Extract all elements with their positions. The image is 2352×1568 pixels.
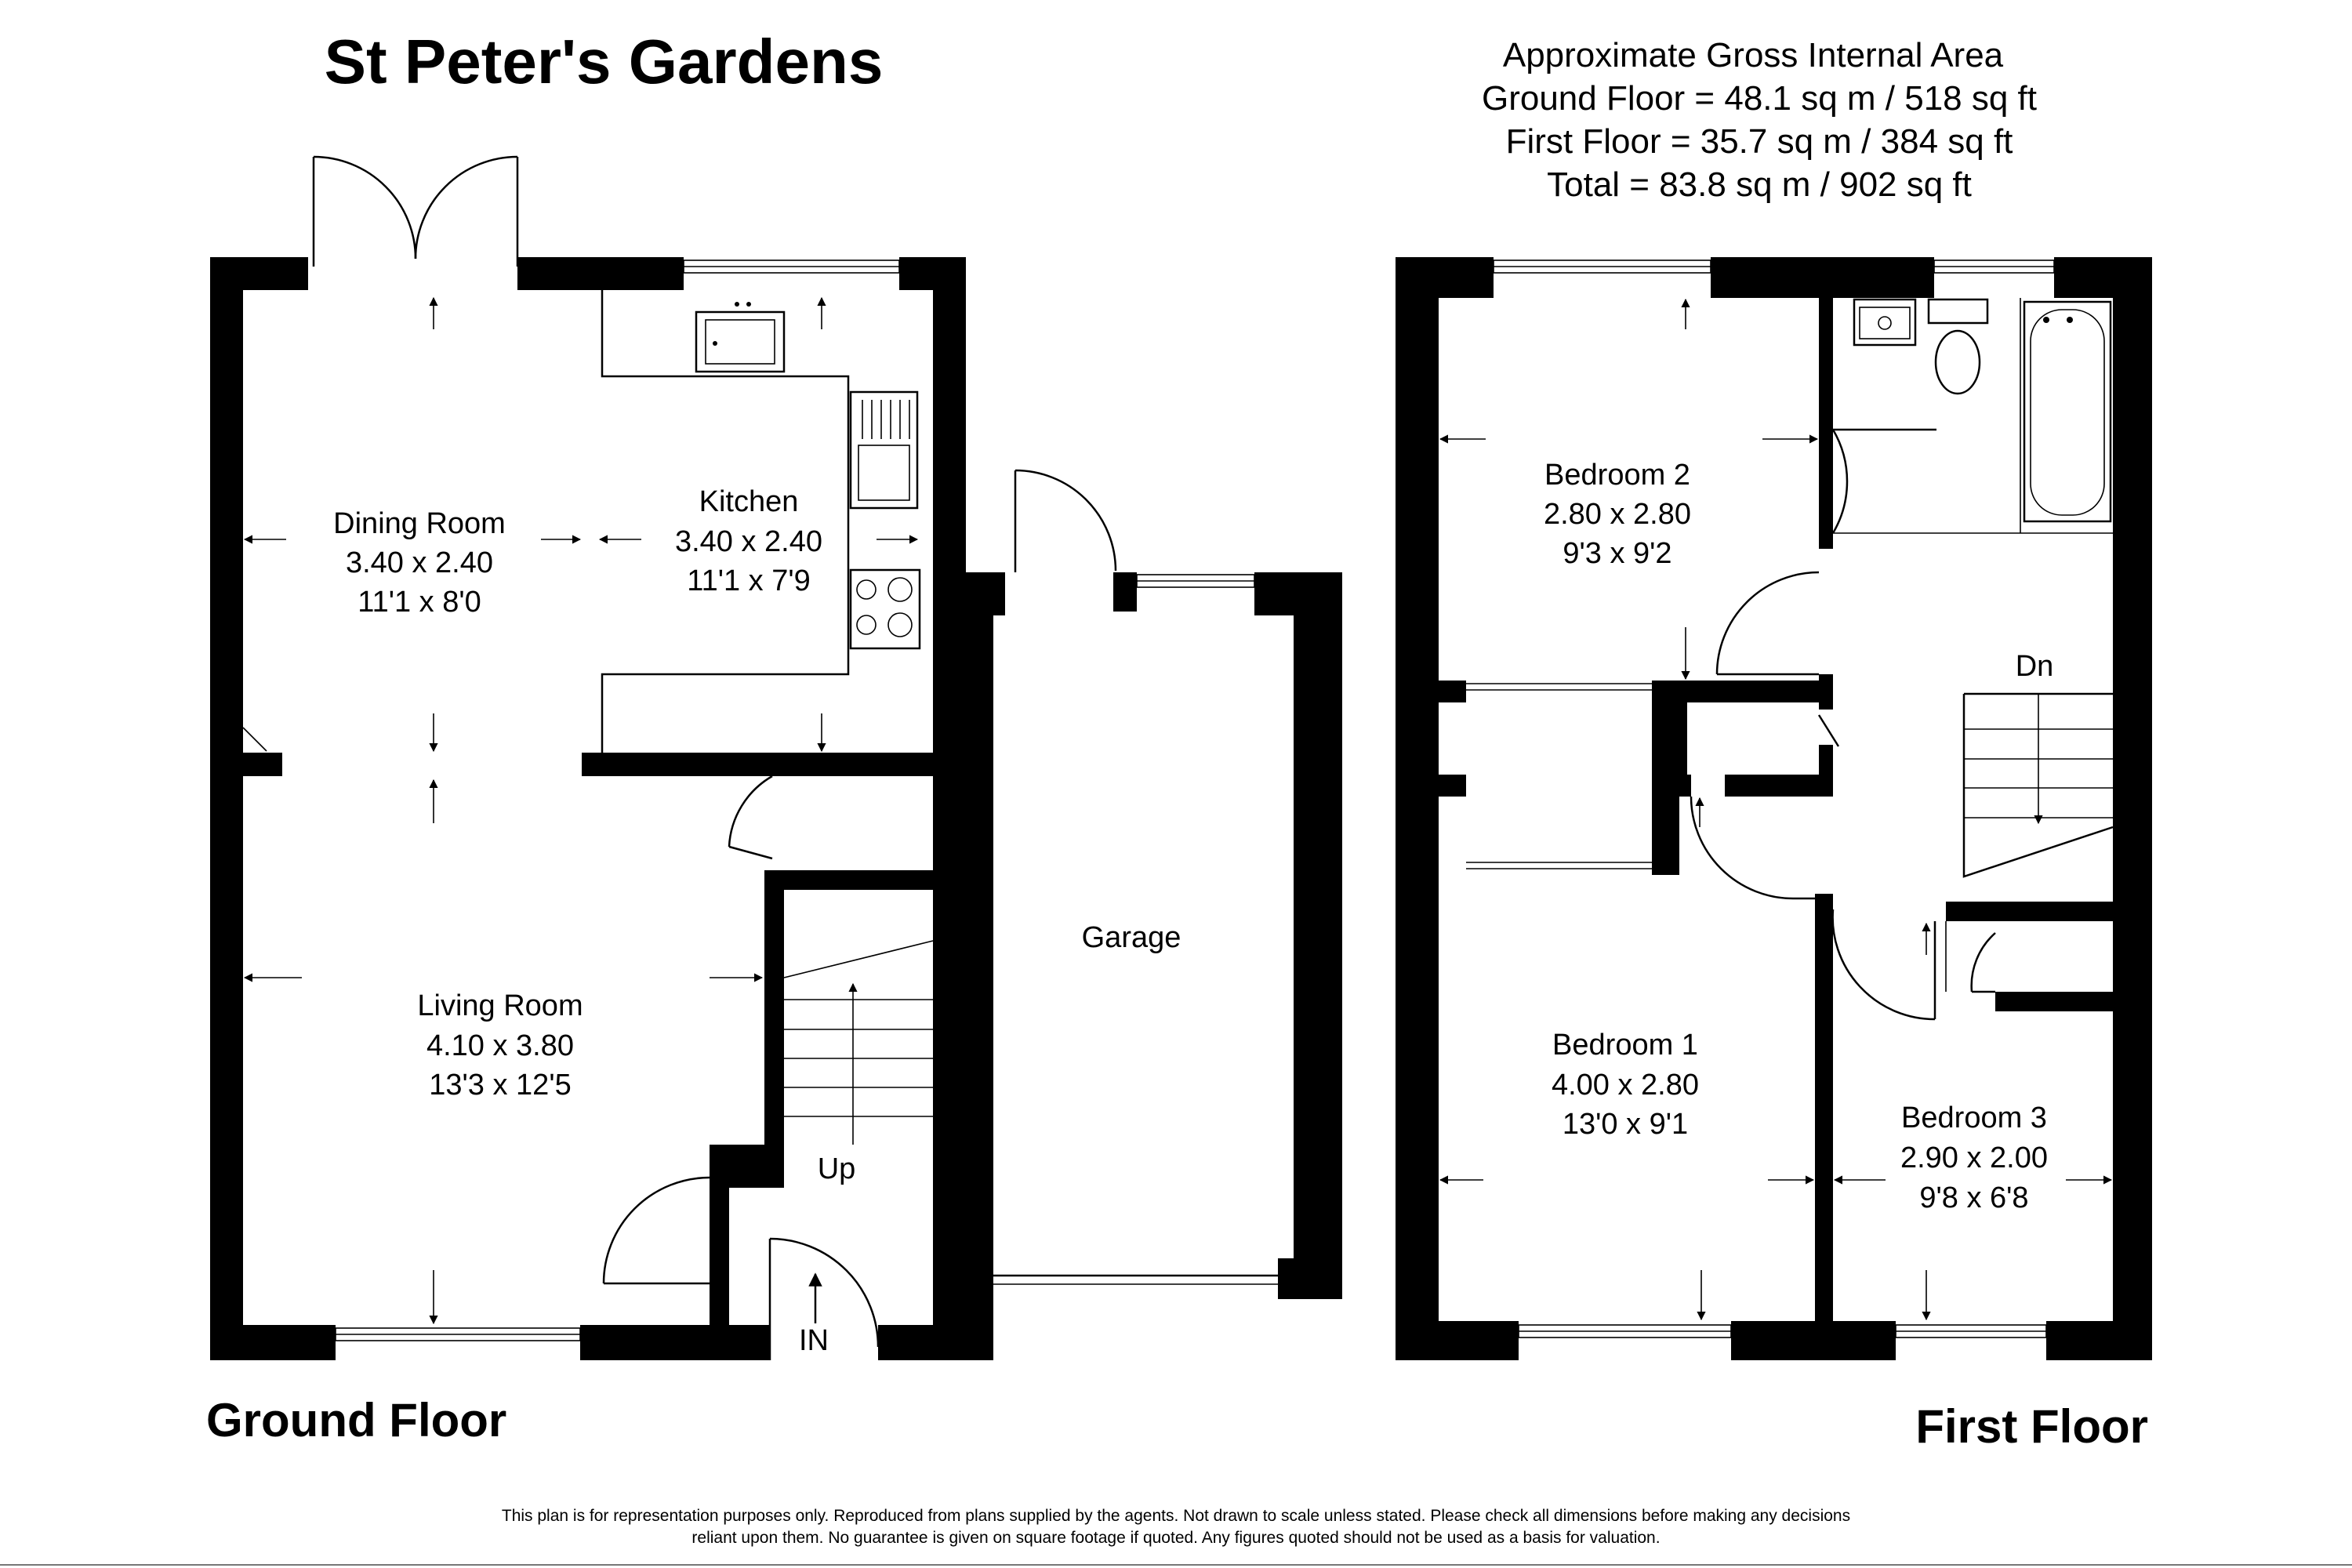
living-room-name: Living Room xyxy=(417,989,583,1022)
wall xyxy=(1439,775,1466,797)
bedroom-1-metric: 4.00 x 2.80 xyxy=(1552,1069,1699,1102)
dining-room-metric: 3.40 x 2.40 xyxy=(346,546,493,579)
first-stairs xyxy=(1962,692,2114,878)
page-title: St Peter's Gardens xyxy=(325,27,884,96)
wall xyxy=(1725,775,1833,797)
hob xyxy=(849,568,921,650)
wall xyxy=(1652,862,1679,875)
bedroom-3-imperial: 9'8 x 6'8 xyxy=(1919,1181,2028,1214)
first-floor-plan: Bedroom 2 2.80 x 2.80 9'3 x 9'2 Dn Bedro… xyxy=(1396,257,2152,1360)
bedroom-2-name: Bedroom 2 xyxy=(1544,459,1690,492)
wall xyxy=(1652,681,1687,775)
front-door xyxy=(768,1237,880,1360)
wall xyxy=(1815,894,1833,1329)
wall xyxy=(210,753,282,776)
first-floor-label: First Floor xyxy=(1915,1400,2148,1453)
ground-floor-label: Ground Floor xyxy=(206,1394,506,1446)
sink-drainer xyxy=(849,390,919,510)
entrance-label: IN xyxy=(799,1324,829,1357)
dining-room-name: Dining Room xyxy=(333,507,506,540)
wall xyxy=(1294,572,1342,1299)
garage-name: Garage xyxy=(1082,921,1181,954)
kitchen-units xyxy=(601,290,921,753)
bedroom-3-metric: 2.90 x 2.00 xyxy=(1900,1142,2048,1174)
wall xyxy=(933,257,966,1360)
living-room-metric: 4.10 x 3.80 xyxy=(426,1029,574,1062)
wall xyxy=(1113,572,1137,612)
disclaimer-line-1: This plan is for representation purposes… xyxy=(502,1507,1850,1525)
sink xyxy=(695,310,786,373)
area-total: Total = 83.8 sq m / 902 sq ft xyxy=(1547,165,1972,204)
bath xyxy=(2023,300,2112,523)
dining-room-imperial: 11'1 x 8'0 xyxy=(358,586,481,619)
wall xyxy=(966,1258,989,1298)
ground-stairs xyxy=(783,940,934,1145)
wall xyxy=(710,1145,729,1325)
kitchen-imperial: 11'1 x 7'9 xyxy=(687,564,810,597)
wall xyxy=(1731,1321,1896,1360)
wall xyxy=(1652,775,1679,875)
wall xyxy=(1439,681,1466,702)
wall xyxy=(764,870,784,1145)
wall xyxy=(210,257,308,290)
bathroom-fixtures xyxy=(1853,298,2112,523)
stairs-up-label: Up xyxy=(818,1152,856,1185)
wall xyxy=(1396,257,1494,298)
wall xyxy=(1819,298,1833,549)
garage xyxy=(966,469,1342,1360)
bedroom-2-imperial: 9'3 x 9'2 xyxy=(1563,537,1671,570)
stairs-down-label: Dn xyxy=(2016,650,2054,683)
living-room-imperial: 13'3 x 12'5 xyxy=(429,1069,571,1102)
wall xyxy=(2046,1321,2152,1360)
wall xyxy=(1396,257,1439,1360)
wall xyxy=(1946,902,2113,921)
bedroom-1-name: Bedroom 1 xyxy=(1552,1029,1698,1062)
disclaimer-line-2: reliant upon them. No guarantee is given… xyxy=(691,1529,1660,1547)
wall xyxy=(1995,992,2113,1011)
kitchen-metric: 3.40 x 2.40 xyxy=(675,525,822,558)
kitchen-name: Kitchen xyxy=(699,485,799,518)
wall xyxy=(966,572,993,1360)
wall xyxy=(1819,745,1833,778)
bedroom-2-metric: 2.80 x 2.80 xyxy=(1544,498,1691,531)
wall xyxy=(210,1325,336,1360)
french-doors xyxy=(312,155,519,267)
area-first: First Floor = 35.7 sq m / 384 sq ft xyxy=(1506,122,2013,161)
bedroom-1-imperial: 13'0 x 9'1 xyxy=(1563,1108,1688,1141)
toilet-bowl xyxy=(1934,329,1981,395)
wall xyxy=(580,1325,770,1360)
wall xyxy=(517,257,684,290)
wall xyxy=(210,257,243,1360)
wall xyxy=(764,870,966,890)
ground-floor-plan: Dining Room 3.40 x 2.40 11'1 x 8'0 Kitch… xyxy=(210,155,1342,1360)
toilet-cistern xyxy=(1927,298,1989,325)
wall xyxy=(582,753,966,776)
wall xyxy=(1396,1321,1519,1360)
wall xyxy=(2113,257,2152,1360)
area-heading: Approximate Gross Internal Area xyxy=(1503,36,2004,74)
basin xyxy=(1853,298,1917,347)
wall xyxy=(1278,1258,1342,1299)
wall xyxy=(1711,257,1934,298)
bedroom-3-name: Bedroom 3 xyxy=(1901,1102,2047,1134)
area-ground: Ground Floor = 48.1 sq m / 518 sq ft xyxy=(1482,79,2037,118)
wall xyxy=(878,1325,966,1360)
